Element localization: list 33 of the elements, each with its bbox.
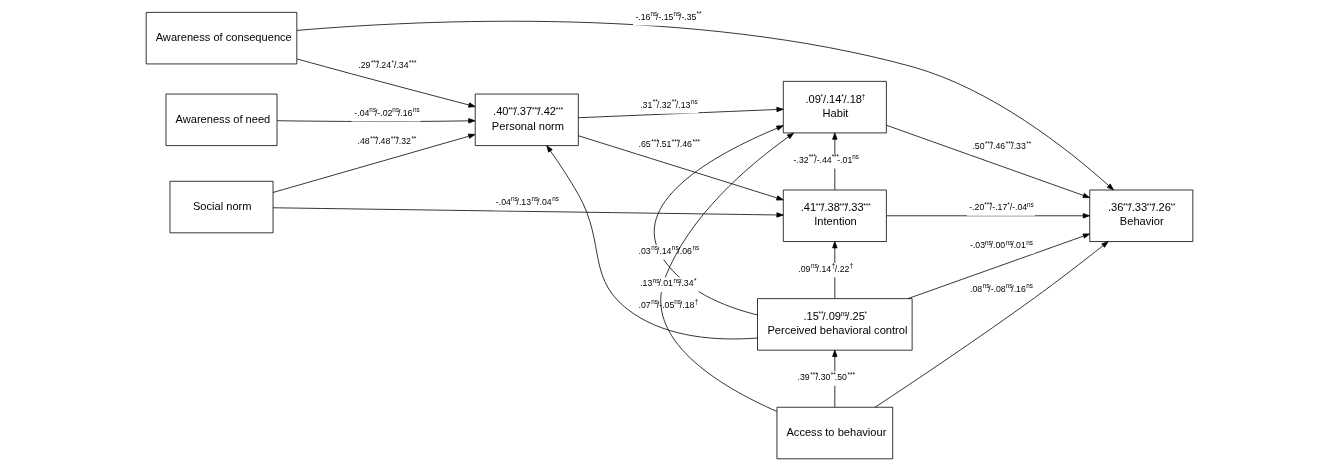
node-box: Awareness of consequence: [145, 12, 297, 65]
edge-label: .39$^{***}$/.30$^{**}$.50$^{***}$: [797, 370, 855, 383]
arrow: [545, 145, 758, 340]
arrow: [272, 207, 784, 218]
edge-label: .03$^{ns}$/.14$^{ns}$/.06$^{ns}$: [638, 244, 699, 256]
edge-label: .09$^{ns}$/.14$^{†}$/.22$^{†}$: [797, 262, 853, 274]
arrow: [660, 132, 794, 412]
edge-label: -.04$^{ns}$/-.02$^{ns}$/.16$^{ns}$: [353, 106, 420, 118]
edge-label: .08$^{ns}$/-.08$^{ns}$/.16$^{ns}$: [969, 282, 1033, 294]
node-box: .09$^{*}$/.14$^{*}$/.18$^{†}$ Habit: [782, 80, 887, 134]
arrow: [276, 118, 475, 124]
arrow: [653, 125, 784, 316]
edge-label: -.16$^{ns}$/-.15$^{ns}$/-.35$^{**}$: [634, 10, 701, 22]
edge-label: -.32$^{***}$/-.44$^{***}$-.01$^{ns}$: [793, 153, 859, 165]
edge-label: .31$^{**}$/.32$^{**}$/.13$^{ns}$: [639, 98, 698, 110]
node-box: .36$^{***}$/.33$^{***}$/.26$^{**}$ Behavior: [1088, 189, 1193, 242]
edge-label: .50$^{***}$/.46$^{***}$/.33$^{**}$: [971, 139, 1031, 152]
node-box: .40$^{***}$/.37$^{***}$/.42$^{***}$ Personal norm: [474, 93, 579, 146]
edge-label: .07$^{ns}$/-.05$^{ns}$/.18$^{†}$: [638, 298, 698, 310]
node-box: .15$^{**}$/.09$^{ns}$/.25$^{*}$ Perceived behavioral control: [756, 298, 913, 351]
arrow: [885, 124, 1090, 198]
node-box: Awareness of need: [165, 93, 277, 146]
edge-label: .29$^{***}$/.24$^{*}$/.34$^{***}$: [357, 58, 416, 71]
node-box: .41$^{***}$/.38$^{***}$/.33$^{***}$ Intention: [782, 189, 887, 242]
arrow: [577, 106, 784, 119]
edge-label: -.03$^{ns}$/.00$^{ns}$/.01$^{ns}$: [969, 238, 1033, 251]
edge-label: .65$^{***}$/.51$^{***}$/.46$^{***}$: [638, 137, 700, 150]
node-box: Access to behaviour: [776, 406, 893, 460]
edge-label: .48$^{***}$/.48$^{***}$/.32$^{**}$: [356, 134, 416, 147]
edge-label: -.04$^{ns}$/.13$^{ns}$/.04$^{ns}$: [495, 195, 559, 207]
edge-label: .13$^{ns}$/.01$^{ns}$/.34$^{*}$: [639, 276, 697, 289]
node-box: Social norm: [169, 180, 273, 234]
edge-label: -.20$^{***}$/-.17$^{*}$/-.04$^{ns}$: [968, 200, 1034, 213]
